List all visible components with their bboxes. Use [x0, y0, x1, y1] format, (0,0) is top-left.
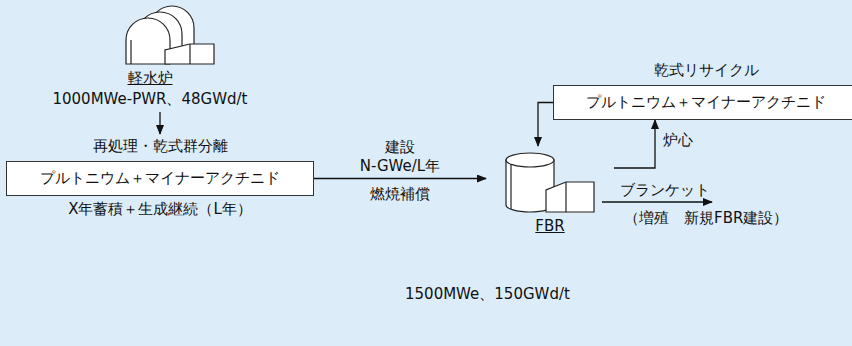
process-box: 乾式リサイクルプルトニウム＋マイナーアクチニド: [553, 60, 852, 123]
fbr-figure: [506, 153, 594, 212]
note-label: N-GWe/L年: [360, 156, 440, 177]
flow-arrow: [314, 178, 486, 179]
figure-name: 軽水炉: [41, 68, 260, 89]
edge-label: 建設: [385, 137, 415, 158]
edge-label: 炉心: [663, 130, 693, 151]
node-caption: X年蓄積＋生成継続（L年）: [6, 199, 314, 220]
flow-arrow: [159, 112, 160, 134]
node-caption: 乾式リサイクル: [553, 60, 852, 81]
note-label: 燃焼補償: [370, 184, 430, 205]
note-label: ブランケット: [620, 180, 710, 201]
fbr-node: FBR: [486, 146, 614, 237]
note-label: （増殖 新規FBR建設）: [624, 208, 788, 229]
node-caption: 1000MWe-PWR、48GWd/t: [41, 89, 260, 110]
figure-area: [486, 146, 614, 216]
flow-arrow: [538, 103, 553, 147]
flow-arrow: [614, 120, 655, 168]
blanket-arrow: [602, 201, 712, 202]
note-label: 1500MWe、150GWd/t: [405, 284, 570, 305]
node-caption: 再処理・乾式群分離: [6, 136, 314, 157]
process-box: 再処理・乾式群分離プルトニウム＋マイナーアクチニド X年蓄積＋生成継続（L年）: [6, 136, 314, 220]
box-text: プルトニウム＋マイナーアクチニド: [564, 92, 848, 113]
box-text: プルトニウム＋マイナーアクチニド: [17, 168, 303, 189]
figure-area: [41, 2, 260, 68]
light-water-reactor-figure: [126, 6, 214, 64]
box-frame: プルトニウム＋マイナーアクチニド: [6, 161, 314, 196]
box-frame: プルトニウム＋マイナーアクチニド: [553, 85, 852, 120]
reactor-node: 軽水炉1000MWe-PWR、48GWd/t: [41, 2, 260, 110]
figure-name: FBR: [486, 216, 614, 237]
